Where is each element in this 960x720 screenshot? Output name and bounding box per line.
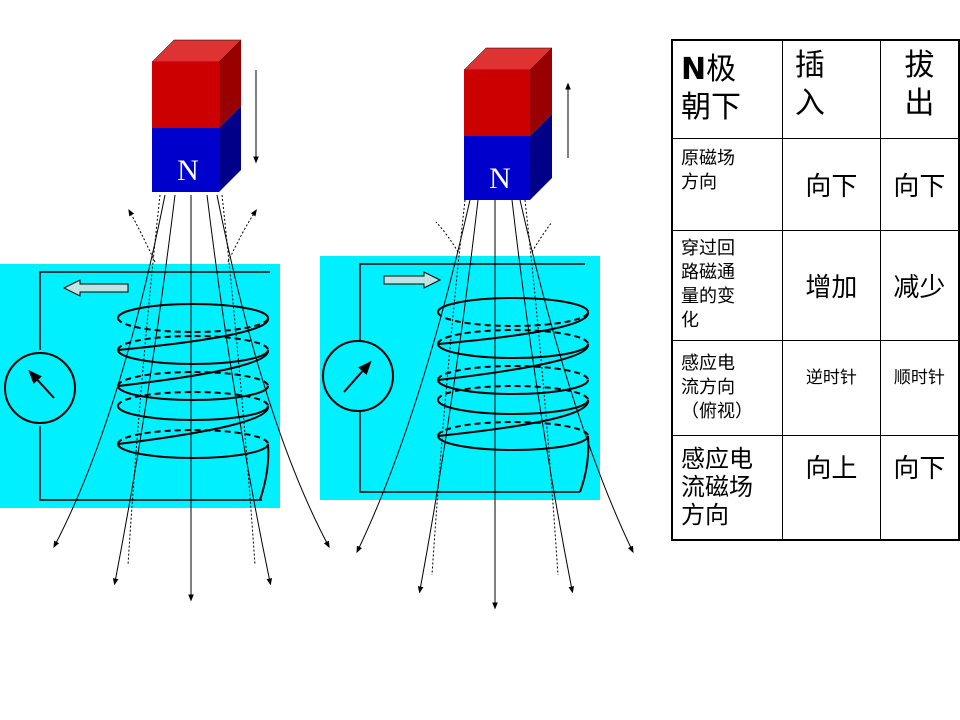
right-current-arrow xyxy=(383,271,442,289)
header-insert-cell: 插 入 xyxy=(781,39,881,139)
right-field-lines xyxy=(356,199,634,610)
cell-insert-value: 向下 xyxy=(781,137,881,231)
cell-extract-value: 向下 xyxy=(879,137,960,231)
cell-extract-value: 顺时针 xyxy=(879,339,960,436)
row-label-line: 化 xyxy=(681,310,699,331)
row-label-line: 方向 xyxy=(681,171,717,193)
row-label-induced-field: 感应电 流磁场 方向 xyxy=(671,434,783,541)
left-circuit-wire xyxy=(39,271,270,501)
header-insert-char1: 插 xyxy=(794,48,825,83)
row-label-current-direction: 感应电 流方向 （俯视） xyxy=(671,339,783,436)
cell-extract-value: 向下 xyxy=(879,434,960,541)
left-galvanometer xyxy=(4,352,76,424)
cell-insert-value: 逆时针 xyxy=(781,339,881,436)
row-label-original-field: 原磁场 方向 xyxy=(671,137,783,231)
table-row: 原磁场 方向 向下 向下 xyxy=(671,137,960,231)
table-row: 感应电 流磁场 方向 向上 向下 xyxy=(671,434,960,541)
row-label-line: 原磁场 xyxy=(681,147,735,169)
right-circuit-wire xyxy=(359,263,585,493)
right-coil xyxy=(437,297,590,493)
row-label-line: 路磁通 xyxy=(681,262,735,283)
table-row: 穿过回 路磁通 量的变 化 增加 减少 xyxy=(671,229,960,341)
left-magnet: N xyxy=(151,39,242,192)
header-extract-cell: 拔 出 xyxy=(879,39,960,139)
header-insert-char2: 入 xyxy=(794,86,825,121)
left-current-arrow xyxy=(62,279,129,297)
row-label-line: （俯视） xyxy=(681,400,753,422)
row-label-line: 流方向 xyxy=(681,376,735,398)
right-galvanometer xyxy=(322,340,394,412)
row-label-line: 流磁场 xyxy=(681,473,753,502)
header-extract-char1: 拔 xyxy=(904,48,935,83)
header-n-label: N xyxy=(681,52,707,88)
cell-extract-value: 减少 xyxy=(879,229,960,341)
right-magnet: N xyxy=(463,47,553,200)
header-pole-label: 极 xyxy=(706,52,737,88)
header-pole-down-cell: N极 朝下 xyxy=(671,39,783,139)
header-extract-char2: 出 xyxy=(904,86,935,121)
left-coil xyxy=(117,303,270,501)
row-label-line: 方向 xyxy=(681,501,729,530)
cell-insert-value: 增加 xyxy=(781,229,881,341)
row-label-line: 穿过回 xyxy=(681,238,735,259)
row-label-flux-change: 穿过回 路磁通 量的变 化 xyxy=(671,229,783,341)
table-row: 感应电 流方向 （俯视） 逆时针 顺时针 xyxy=(671,339,960,436)
row-label-line: 量的变 xyxy=(681,286,735,307)
right-magnet-n-label: N xyxy=(489,162,511,195)
left-field-lines xyxy=(53,194,330,602)
row-label-line: 感应电 xyxy=(681,352,735,374)
table-header-row: N极 朝下 插 入 拔 出 xyxy=(671,39,960,139)
row-label-line: 感应电 xyxy=(681,445,753,474)
cell-insert-value: 向上 xyxy=(781,434,881,541)
header-down-label: 朝下 xyxy=(681,90,741,126)
induction-table: N极 朝下 插 入 拔 出 原磁场 方向 向下 向下 穿过回 路磁通 量的变 化… xyxy=(671,39,960,541)
left-magnet-n-label: N xyxy=(177,154,199,187)
